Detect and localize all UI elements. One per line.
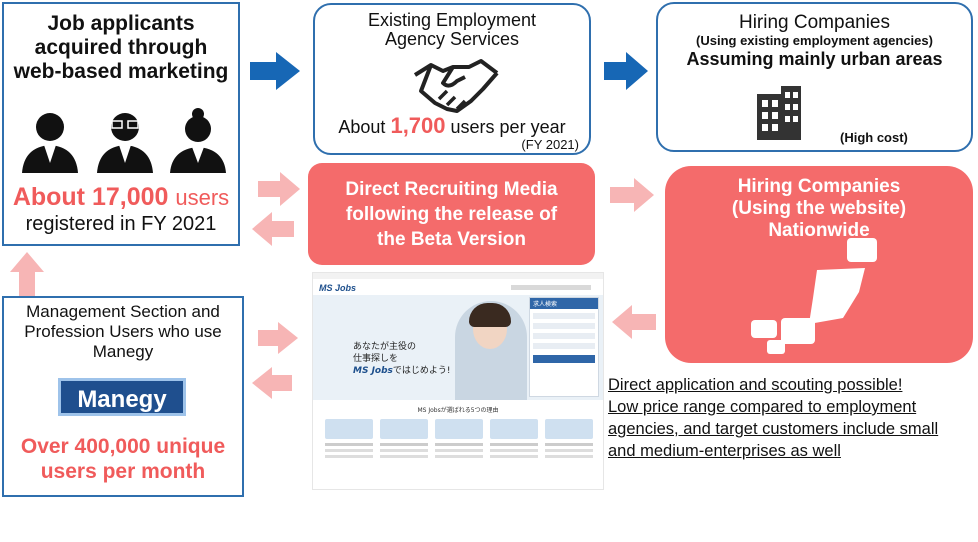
screenshot-section-title: MS Jobsが選ばれる5つの理由 xyxy=(417,407,499,414)
benefits-line: and medium-enterprises as well xyxy=(608,442,841,460)
building-icon xyxy=(757,86,801,140)
applicants-box: Job applicants acquired through web-base… xyxy=(2,2,240,246)
benefits-line: agencies, and target customers include s… xyxy=(608,420,939,438)
hiring-agency-cost: (High cost) xyxy=(840,130,908,145)
screenshot-hero-tail: ではじめよう! xyxy=(392,366,451,376)
screenshot-search-field xyxy=(533,313,595,319)
manegy-logo: Manegy xyxy=(58,378,186,416)
hiring-agency-box: Hiring Companies (Using existing employm… xyxy=(656,2,973,152)
hiring-web-line: Hiring Companies xyxy=(737,176,901,197)
hiring-agency-area: Assuming mainly urban areas xyxy=(686,49,943,69)
applicants-registered: registered in FY 2021 xyxy=(25,213,217,235)
manegy-title-line: Management Section and xyxy=(26,302,220,321)
hiring-web-box: Hiring Companies (Using the website) Nat… xyxy=(665,166,973,363)
benefits-text: Direct application and scouting possible… xyxy=(608,374,976,462)
screenshot-search-panel: 求人検索 xyxy=(529,297,599,397)
screenshot-hero: あなたが主役の 仕事探しを MS Jobsではじめよう! 求人検索 xyxy=(313,295,603,400)
manegy-title-line: Manegy xyxy=(92,342,154,361)
hiring-web-line: (Using the website) xyxy=(731,198,907,219)
agency-title-line: Existing Employment xyxy=(367,10,537,30)
applicants-title-line: Job applicants xyxy=(47,12,195,35)
manegy-unique-line: users per month xyxy=(40,460,206,483)
screenshot-reason-card xyxy=(435,419,483,477)
agency-box: Existing Employment Agency Services Abou… xyxy=(313,3,591,155)
applicants-count: About 17,000 users xyxy=(4,182,238,213)
screenshot-reason-card xyxy=(545,419,593,477)
applicants-count-unit: users xyxy=(175,185,230,210)
screenshot-reason-card xyxy=(490,419,538,477)
agency-users: About 1,700 users per year xyxy=(315,115,589,138)
manegy-title: Management Section and Profession Users … xyxy=(4,302,242,362)
benefits-line: Low price range compared to employment xyxy=(608,398,917,416)
flow-arrow-up-icon xyxy=(10,252,44,296)
handshake-icon xyxy=(413,59,499,113)
direct-media-line: following the release of xyxy=(345,204,558,225)
screenshot-topbar xyxy=(313,273,603,279)
agency-users-prefix: About xyxy=(338,117,386,137)
direct-media-line: the Beta Version xyxy=(377,229,526,250)
agency-year: (FY 2021) xyxy=(521,137,579,152)
flow-arrow-left-icon xyxy=(612,305,656,339)
manegy-title-line: Profession Users who use xyxy=(24,322,222,341)
screenshot-hero-line: あなたが主役の xyxy=(353,342,417,352)
agency-title: Existing Employment Agency Services xyxy=(315,11,589,49)
japan-map-icon xyxy=(751,238,877,354)
applicants-title: Job applicants acquired through web-base… xyxy=(4,12,238,84)
hiring-agency-subtitle: (Using existing employment agencies) xyxy=(696,33,933,48)
applicants-title-line: web-based marketing xyxy=(13,60,229,83)
flow-arrow-right-icon xyxy=(258,322,298,354)
screenshot-hero-text: あなたが主役の 仕事探しを MS Jobsではじめよう! xyxy=(353,341,451,377)
flow-arrow-right-icon xyxy=(258,172,300,206)
direct-media-box: Direct Recruiting Media following the re… xyxy=(308,163,595,265)
applicants-title-line: acquired through xyxy=(34,36,208,59)
screenshot-reasons xyxy=(325,419,593,477)
person-icon-woman xyxy=(170,108,226,173)
flow-arrow-left-icon xyxy=(252,367,292,399)
screenshot-hero-brand: MS Jobs xyxy=(353,366,393,376)
screenshot-hero-hair xyxy=(469,303,511,327)
person-icon-man xyxy=(22,113,78,173)
person-icon-glasses xyxy=(97,113,153,173)
website-screenshot: MS Jobs あなたが主役の 仕事探しを MS Jobsではじめよう! 求人検… xyxy=(312,272,604,490)
applicants-count-number: About 17,000 xyxy=(12,183,169,211)
screenshot-nav xyxy=(511,285,591,290)
agency-users-suffix: users per year xyxy=(450,117,566,137)
manegy-unique-users: Over 400,000 unique users per month xyxy=(4,434,242,484)
screenshot-search-button xyxy=(533,355,595,363)
benefits-line: Direct application and scouting possible… xyxy=(608,376,903,394)
manegy-box: Management Section and Profession Users … xyxy=(2,296,244,497)
screenshot-search-field xyxy=(533,323,595,329)
screenshot-logo: MS Jobs xyxy=(319,283,357,293)
flow-arrow-right-icon xyxy=(250,52,300,90)
screenshot-reason-card xyxy=(380,419,428,477)
agency-title-line: Agency Services xyxy=(384,29,520,49)
flow-arrow-right-icon xyxy=(610,178,654,212)
flow-arrow-left-icon xyxy=(252,212,294,246)
direct-media-line: Direct Recruiting Media xyxy=(345,179,558,200)
hiring-web-line: Nationwide xyxy=(768,220,870,241)
screenshot-search-field xyxy=(533,343,595,349)
screenshot-search-field xyxy=(533,333,595,339)
applicant-person-icons xyxy=(22,108,226,173)
agency-users-number: 1,700 xyxy=(390,113,446,138)
screenshot-search-header: 求人検索 xyxy=(530,298,598,309)
flow-arrow-right-icon xyxy=(604,52,648,90)
screenshot-hero-line: 仕事探しを xyxy=(353,354,399,364)
screenshot-hero-line: MS Jobsではじめよう! xyxy=(353,365,451,377)
manegy-unique-line: Over 400,000 unique xyxy=(20,435,226,458)
screenshot-reason-card xyxy=(325,419,373,477)
hiring-agency-title: Hiring Companies xyxy=(738,12,890,33)
